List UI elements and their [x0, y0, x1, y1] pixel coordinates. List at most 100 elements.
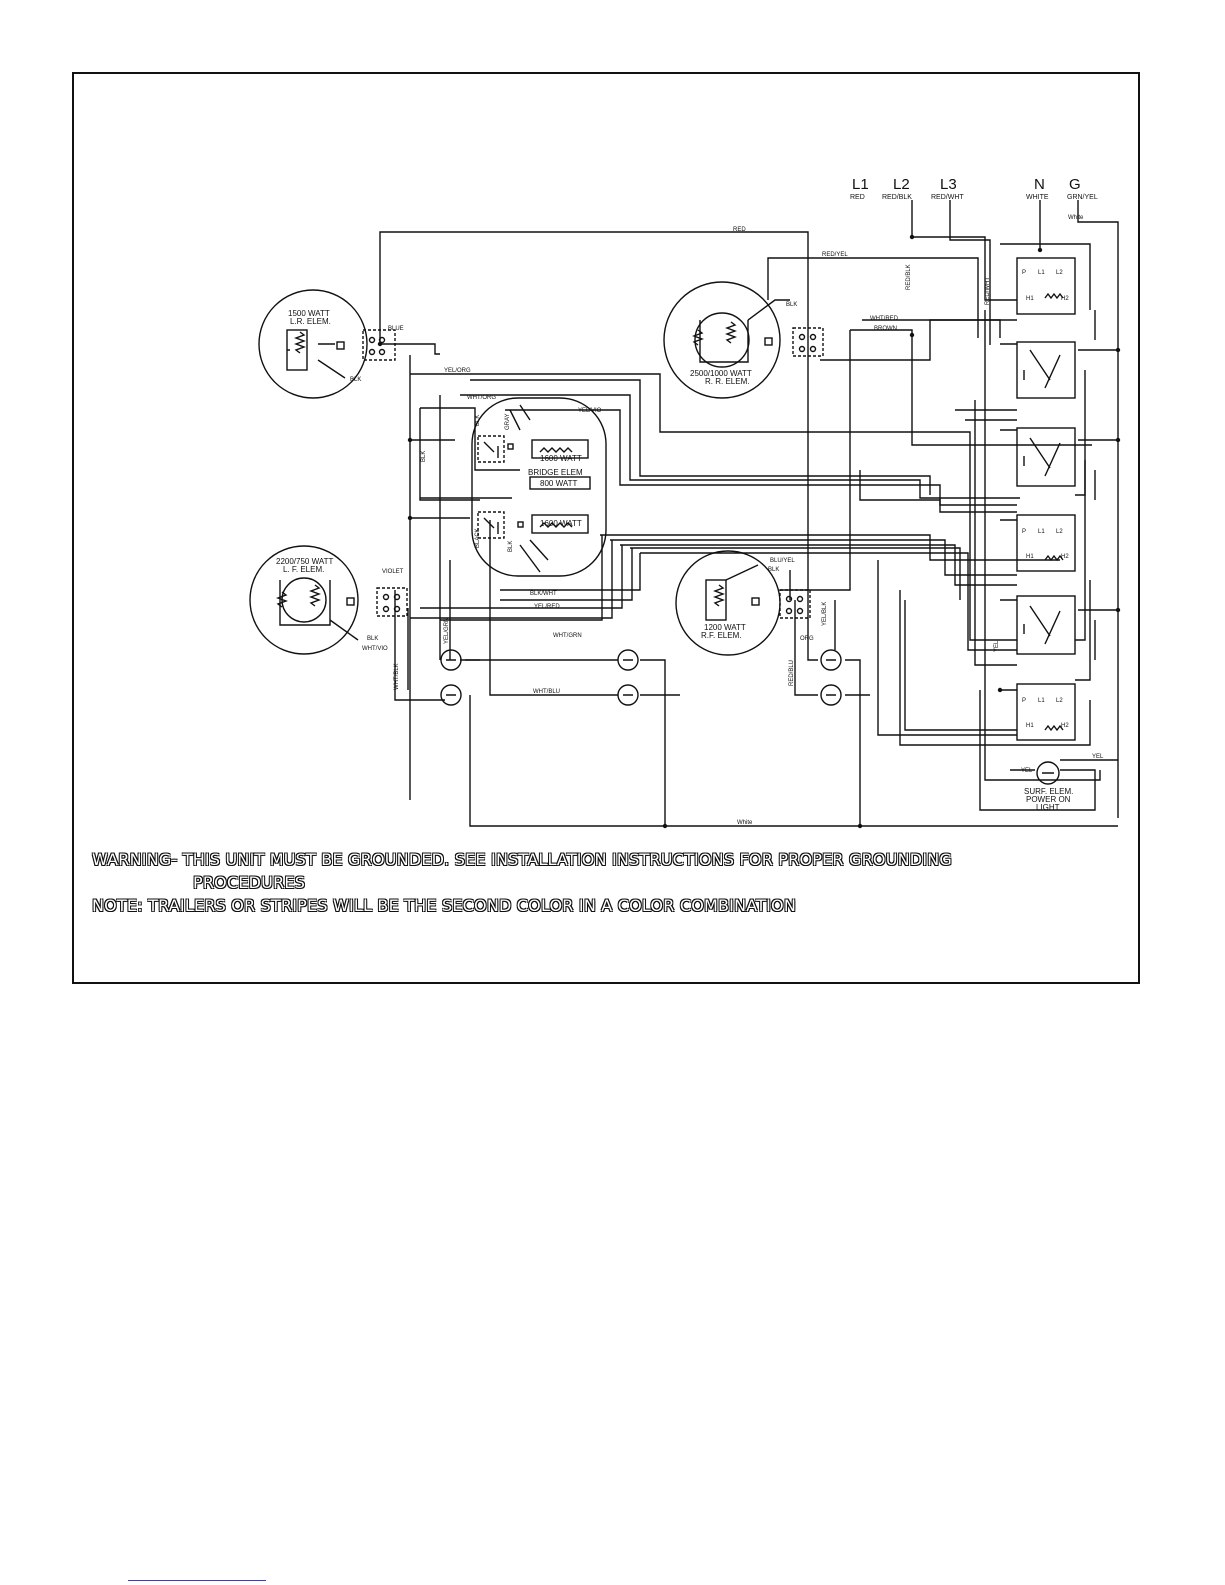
- junction-dots: [377, 234, 1121, 829]
- wire-red-yel-label: RED/YEL: [822, 252, 848, 258]
- wire-labels: RED RED/YEL White RED/BLK RED/WHT BLUE B…: [350, 215, 1104, 826]
- wire-white-top-label: White: [1068, 215, 1084, 221]
- terminal-n-wire: WHITE: [1026, 194, 1049, 201]
- sw1-pin-h1: H1: [1026, 296, 1034, 302]
- wire-blk-rr-label: BLK: [786, 302, 797, 308]
- bridge-mid-label: 800 WATT: [540, 479, 577, 488]
- wire-red-blu-label: RED/BLU: [789, 660, 795, 686]
- terminal-l1-label: L1: [852, 176, 869, 193]
- sw1-pin-l2: L2: [1056, 270, 1063, 276]
- rf-element: [675, 550, 811, 656]
- lf-watt-label: 2200/750 WATT: [276, 557, 333, 566]
- bridge-element: [471, 397, 607, 577]
- terminal-g-wire: GRN/YEL: [1067, 194, 1098, 201]
- wire-blue-label: BLUE: [388, 326, 404, 332]
- indicator-lamps: [440, 649, 1060, 785]
- terminal-l3-wire: RED/WHT: [931, 194, 964, 201]
- bridge-top-label: 1600 WATT: [540, 454, 582, 463]
- terminal-block: L1 RED L2 RED/BLK L3 RED/WHT N WHITE G G…: [850, 176, 1098, 201]
- wire-yel-org-label: YEL/ORG: [444, 368, 471, 374]
- wire-org-label: ORG: [800, 636, 814, 642]
- wire-blu-yel-label: BLU/YEL: [770, 558, 795, 564]
- terminal-l1-wire: RED: [850, 194, 865, 201]
- switch-5: [1016, 595, 1076, 655]
- sw6-pin-h1: H1: [1026, 723, 1034, 729]
- sw1-pin-l1: L1: [1038, 270, 1045, 276]
- sw6-pin-p: P: [1022, 698, 1026, 704]
- wire-yel-grn-label: YEL/GRN: [444, 618, 450, 644]
- warning-line-1: WARNING- THIS UNIT MUST BE GROUNDED. SEE…: [92, 850, 953, 869]
- switch-3: [1016, 427, 1076, 487]
- wire-blk-lf-label: BLK: [367, 636, 378, 642]
- switch-pin-labels: P L1 L2 H1 H2 P L1 L2 H1 H2 P L1 L2 H1 H…: [1022, 270, 1069, 729]
- terminal-n-label: N: [1034, 176, 1045, 193]
- wiring-diagram: L1 RED L2 RED/BLK L3 RED/WHT N WHITE G G…: [249, 176, 1121, 829]
- sw1-pin-h2: H2: [1061, 296, 1069, 302]
- terminal-l2-label: L2: [893, 176, 910, 193]
- rf-name-label: R.F. ELEM.: [701, 631, 741, 640]
- wire-gray-label: GRAY: [505, 413, 511, 430]
- notes-block: WARNING- THIS UNIT MUST BE GROUNDED. SEE…: [92, 848, 1132, 917]
- bridge-name-label: BRIDGE ELEM: [528, 468, 583, 477]
- bridge-bottom-label: 1600 WATT: [540, 519, 582, 528]
- wire-yel-b-label: YEL: [1092, 754, 1104, 760]
- sw6-pin-h2: H2: [1061, 723, 1069, 729]
- wire-yel-blk-label: YEL/BLK: [822, 602, 828, 626]
- rr-name-label: R. R. ELEM.: [705, 377, 749, 386]
- wire-brown-label: BROWN: [874, 326, 897, 332]
- wire-wht-blk-label: WHT/BLK: [394, 663, 400, 690]
- wire-yel-a-label: YEL: [994, 640, 1000, 652]
- switch-2: [1016, 341, 1076, 399]
- wire-blk-b-label: BLK: [508, 541, 514, 552]
- wire-yel-red-label: YEL/RED: [534, 604, 560, 610]
- wire-wht-red-label: WHT/RED: [870, 316, 899, 322]
- wire-blk-a-label: BLK: [475, 415, 481, 426]
- terminal-l3-label: L3: [940, 176, 957, 193]
- sw4-pin-p: P: [1022, 529, 1026, 535]
- wire-wht-blu-label: WHT/BLU: [533, 689, 560, 695]
- wire-blk-lr-label: BLK: [350, 377, 361, 383]
- rr-watt-label: 2500/1000 WATT: [690, 369, 752, 378]
- sw4-pin-h2: H2: [1061, 554, 1069, 560]
- sw4-pin-l2: L2: [1056, 529, 1063, 535]
- wire-wht-org-label: WHT/ORG: [467, 395, 496, 401]
- footer-underline: [128, 1580, 266, 1581]
- wire-wht-grn-label: WHT/GRN: [553, 633, 582, 639]
- lr-element: [258, 289, 396, 399]
- wire-white-bottom-label: White: [737, 820, 753, 826]
- sw4-pin-h1: H1: [1026, 554, 1034, 560]
- power-light-label-1: SURF. ELEM.: [1024, 787, 1073, 796]
- wire-harness: [379, 200, 1119, 827]
- switch-6: [1016, 683, 1076, 741]
- color-note: NOTE: TRAILERS OR STRIPES WILL BE THE SE…: [92, 896, 797, 915]
- sw4-pin-l1: L1: [1038, 529, 1045, 535]
- wire-blk-left-label: BLK: [421, 451, 427, 462]
- wire-red-blk-label: RED/BLK: [906, 264, 912, 290]
- wire-violet-label: VIOLET: [382, 569, 404, 575]
- terminal-g-label: G: [1069, 176, 1081, 193]
- wire-red-wht-label: RED/WHT: [985, 277, 991, 305]
- power-light-label-3: LIGHT: [1036, 803, 1060, 812]
- rr-element: [663, 281, 824, 399]
- rf-watt-label: 1200 WATT: [704, 623, 746, 632]
- wire-red-label: RED: [733, 227, 746, 233]
- wire-yel-vio-label: YEL/VIO: [578, 408, 602, 414]
- sw1-pin-p: P: [1022, 270, 1026, 276]
- switch-1: [1016, 257, 1076, 315]
- diagram-frame: [72, 72, 1140, 984]
- lr-watt-label: 1500 WATT: [288, 309, 330, 318]
- lf-name-label: L. F. ELEM.: [283, 565, 324, 574]
- wire-blk-rf-label: BLK: [768, 567, 779, 573]
- wire-black-label: BLACK: [475, 528, 481, 548]
- wire-blk-wht-label: BLK/WHT: [530, 591, 557, 597]
- element-labels: 1500 WATT L.R. ELEM. 2500/1000 WATT R. R…: [276, 309, 1073, 812]
- power-light-label-2: POWER ON: [1026, 795, 1071, 804]
- wire-yel-c-label: YEL: [1021, 768, 1033, 774]
- terminal-l2-wire: RED/BLK: [882, 194, 912, 201]
- switch-4: [1016, 514, 1076, 572]
- sw6-pin-l1: L1: [1038, 698, 1045, 704]
- warning-line-2: PROCEDURES: [193, 873, 306, 892]
- wire-wht-vio-label: WHT/VIO: [362, 646, 388, 652]
- lr-name-label: L.R. ELEM.: [290, 317, 331, 326]
- lf-element: [249, 545, 408, 655]
